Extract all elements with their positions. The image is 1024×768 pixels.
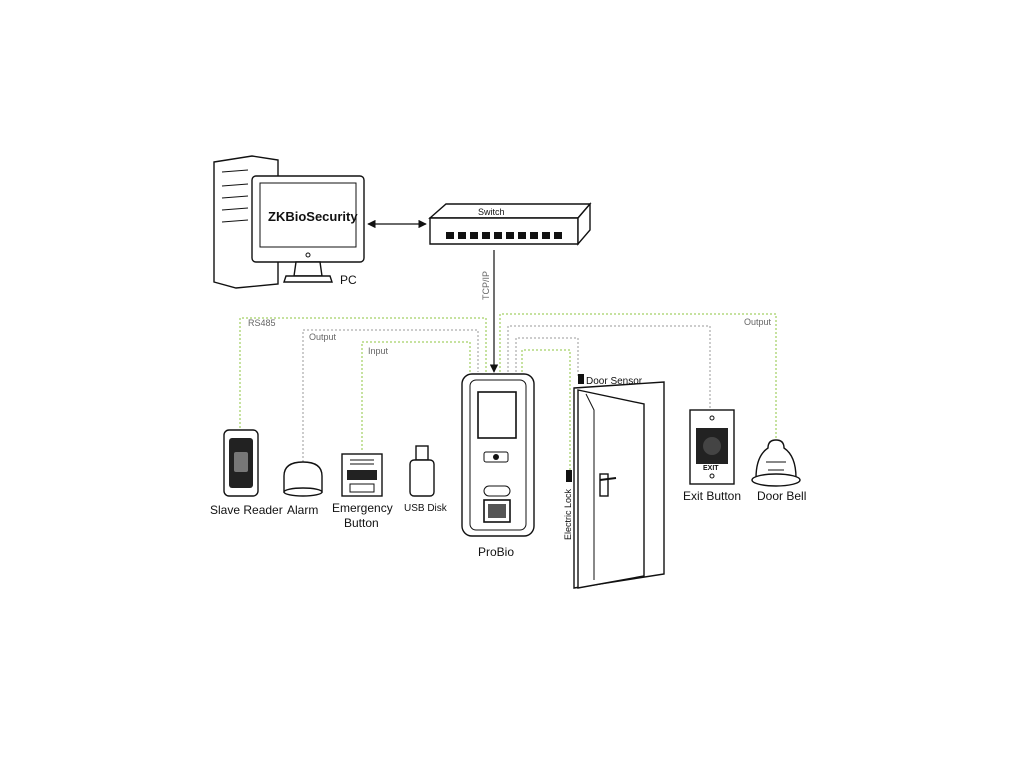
input-label: Input [368, 346, 389, 356]
exit-button-wire [507, 325, 711, 410]
emergency-label-line1: Emergency [332, 501, 393, 515]
switch-label: Switch [478, 207, 505, 217]
usb-disk [409, 445, 435, 497]
exit-text: EXIT [703, 465, 719, 472]
tcpip-label: TCP/IP [481, 271, 491, 300]
slave-reader-label: Slave Reader [210, 503, 283, 517]
emergency-label-line2: Button [344, 516, 379, 530]
emergency-button [341, 453, 383, 497]
usb-disk-label: USB Disk [404, 503, 448, 514]
electric-lock-wire [521, 349, 571, 472]
rs485-wire [239, 317, 487, 428]
pc-screen-text: ZKBioSecurity [268, 209, 358, 224]
electric-lock-marker [566, 470, 572, 482]
door-bell [751, 439, 801, 487]
pc-label: PC [340, 273, 357, 287]
output-bell-wire [499, 313, 777, 440]
input-wire [361, 341, 471, 450]
output-left-label: Output [309, 332, 337, 342]
pc: ZKBioSecurity [213, 155, 365, 289]
alarm [283, 461, 323, 497]
probio-terminal [461, 373, 535, 537]
electric-lock-label: Electric Lock [563, 488, 573, 540]
door-sensor-marker [578, 374, 584, 384]
door-bell-label: Door Bell [757, 489, 806, 503]
switch: Switch [428, 202, 592, 246]
door-sensor-label: Door Sensor [586, 376, 643, 387]
alarm-label: Alarm [287, 503, 318, 517]
exit-button-label: Exit Button [683, 489, 741, 503]
probio-label: ProBio [478, 545, 514, 559]
output-right-label: Output [744, 317, 772, 327]
output-alarm-wire [302, 329, 479, 462]
door [566, 374, 665, 589]
slave-reader [223, 429, 259, 497]
wires [239, 219, 777, 472]
exit-button-device: EXIT [689, 409, 735, 485]
door-sensor-wire [515, 337, 579, 378]
rs485-label: RS485 [248, 318, 276, 328]
